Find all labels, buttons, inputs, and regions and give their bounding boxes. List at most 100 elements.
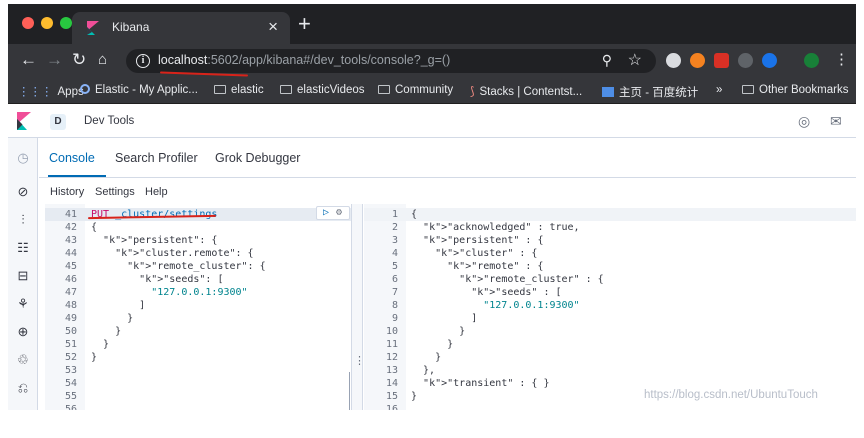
tab-console[interactable]: Console <box>49 151 95 165</box>
request-line[interactable]: PUT _cluster/settings <box>91 209 218 220</box>
code-line: "k">"persistent": { <box>103 235 218 246</box>
line-number: 1 <box>391 209 398 220</box>
play-icon[interactable]: ▷ <box>323 207 330 218</box>
line-number: 48 <box>64 300 77 311</box>
profile-avatar[interactable] <box>804 53 819 68</box>
help-link[interactable]: Help <box>145 186 168 198</box>
line-number: 12 <box>385 352 398 363</box>
address-bar[interactable]: i localhost:5602/app/kibana#/dev_tools/c… <box>126 49 656 73</box>
reload-icon[interactable]: ↻ <box>72 50 87 69</box>
browser-toolbar: ← → ↻ ⌂ i localhost:5602/app/kibana#/dev… <box>8 44 856 78</box>
apps-grid-icon: ⋮⋮⋮ <box>18 86 53 98</box>
line-number: 55 <box>64 391 77 402</box>
line-number: 11 <box>385 339 398 350</box>
request-actions: ▷ ⚙ <box>316 206 350 220</box>
extension-new-badge-icon[interactable] <box>714 53 729 68</box>
console-menu: History Settings Help <box>39 178 856 204</box>
url-text[interactable]: localhost:5602/app/kibana#/dev_tools/con… <box>158 53 451 67</box>
tab-search-profiler[interactable]: Search Profiler <box>115 151 198 165</box>
code-line: }, <box>411 365 436 376</box>
dashboard-icon[interactable]: ☷ <box>17 240 29 255</box>
drag-handle-icon: ⋮ <box>354 355 365 367</box>
browser-menu-icon[interactable]: ⋮ <box>834 51 849 68</box>
bookmark-folder-elasticvideos[interactable]: elasticVideos <box>280 84 365 96</box>
tab-grok-debugger[interactable]: Grok Debugger <box>215 151 301 165</box>
code-line: } <box>91 352 98 363</box>
extension-icon[interactable] <box>738 53 753 68</box>
space-avatar[interactable]: D <box>50 114 66 130</box>
back-arrow-icon[interactable]: ← <box>20 50 37 69</box>
discover-compass-icon[interactable]: ⊘ <box>17 184 29 199</box>
code-line: "k">"seeds" : [ <box>471 287 562 298</box>
close-window-button[interactable] <box>22 17 34 29</box>
bookmark-elastic-my-applic[interactable]: Elastic - My Applic... <box>80 84 198 96</box>
baidu-tongji-icon <box>602 87 614 97</box>
bookmark-folder-other-bookmarks[interactable]: Other Bookmarks <box>742 84 848 96</box>
code-line: } <box>411 391 418 402</box>
visualize-icon[interactable]: ⫶ <box>21 212 25 227</box>
line-number: 50 <box>64 326 77 337</box>
dev-tools-tabs: Console Search Profiler Grok Debugger <box>39 138 856 178</box>
code-line: "127.0.0.1:9300" <box>483 300 580 311</box>
settings-link[interactable]: Settings <box>95 186 135 198</box>
extension-icon[interactable] <box>762 53 777 68</box>
line-number: 7 <box>391 287 398 298</box>
response-gutter <box>364 204 406 410</box>
line-number: 8 <box>391 300 398 311</box>
extension-icon[interactable] <box>666 53 681 68</box>
request-gutter <box>45 204 85 410</box>
site-info-icon[interactable]: i <box>136 54 150 68</box>
code-line: } <box>91 313 134 324</box>
infrastructure-icon[interactable]: ♲ <box>17 352 29 367</box>
forward-arrow-icon[interactable]: → <box>46 50 63 69</box>
request-scrollbar[interactable] <box>349 372 350 410</box>
bookmark-baidu-tongji[interactable]: 主页 - 百度统计 <box>602 84 698 100</box>
maximize-window-button[interactable] <box>60 17 72 29</box>
code-line: "127.0.0.1:9300" <box>151 287 248 298</box>
kibana-logo-icon[interactable] <box>16 112 32 130</box>
bookmark-apps[interactable]: ⋮⋮⋮Apps <box>18 86 84 98</box>
editor-resize-handle[interactable]: ⋮ <box>351 204 365 410</box>
browser-tab-title: Kibana <box>112 20 150 34</box>
folder-icon <box>280 85 292 94</box>
history-link[interactable]: History <box>50 186 85 198</box>
bookmarks-overflow-chevron[interactable]: » <box>716 84 723 96</box>
minimize-window-button[interactable] <box>41 17 53 29</box>
code-line: } <box>411 352 442 363</box>
elastic-icon <box>80 84 90 94</box>
watermark: https://blog.csdn.net/UbuntuTouch <box>644 389 818 401</box>
breadcrumb: Dev Tools <box>84 115 135 127</box>
bookmark-stacks-contentstack[interactable]: ⟆Stacks | Contentst... <box>470 86 583 98</box>
new-tab-button[interactable]: + <box>298 11 311 36</box>
browser-tab[interactable]: Kibana × <box>72 12 290 44</box>
ml-icon[interactable]: ⊕ <box>17 324 29 339</box>
maps-icon[interactable]: ⚘ <box>17 296 29 311</box>
browser-titlebar: Kibana × + <box>8 4 856 44</box>
code-line: { <box>411 209 418 220</box>
line-number: 2 <box>391 222 398 233</box>
logs-icon[interactable]: ⎌ <box>17 380 29 395</box>
line-number: 15 <box>385 391 398 402</box>
bookmark-folder-community[interactable]: Community <box>378 84 453 96</box>
help-icon[interactable]: ◎ <box>798 113 811 129</box>
home-icon[interactable]: ⌂ <box>98 51 108 68</box>
line-number: 54 <box>64 378 77 389</box>
active-tab-indicator <box>48 175 106 177</box>
bookmark-folder-elastic[interactable]: elastic <box>214 84 264 96</box>
kibana-header: D Dev Tools ◎ ✉ <box>8 104 856 138</box>
search-zoom-icon[interactable]: ⚲ <box>601 52 612 68</box>
tab-close-icon[interactable]: × <box>268 17 278 36</box>
line-number: 10 <box>385 326 398 337</box>
line-number: 6 <box>391 274 398 285</box>
mail-icon[interactable]: ✉ <box>830 113 842 129</box>
extension-icon[interactable] <box>690 53 705 68</box>
recently-viewed-icon[interactable]: ◷ <box>17 150 29 165</box>
bookmark-star-icon[interactable]: ☆ <box>627 52 642 69</box>
line-number: 45 <box>64 261 77 272</box>
wrench-icon[interactable]: ⚙ <box>336 207 343 218</box>
canvas-icon[interactable]: ⊟ <box>17 268 29 283</box>
code-line: } <box>91 339 110 350</box>
response-line-highlight <box>364 208 856 221</box>
